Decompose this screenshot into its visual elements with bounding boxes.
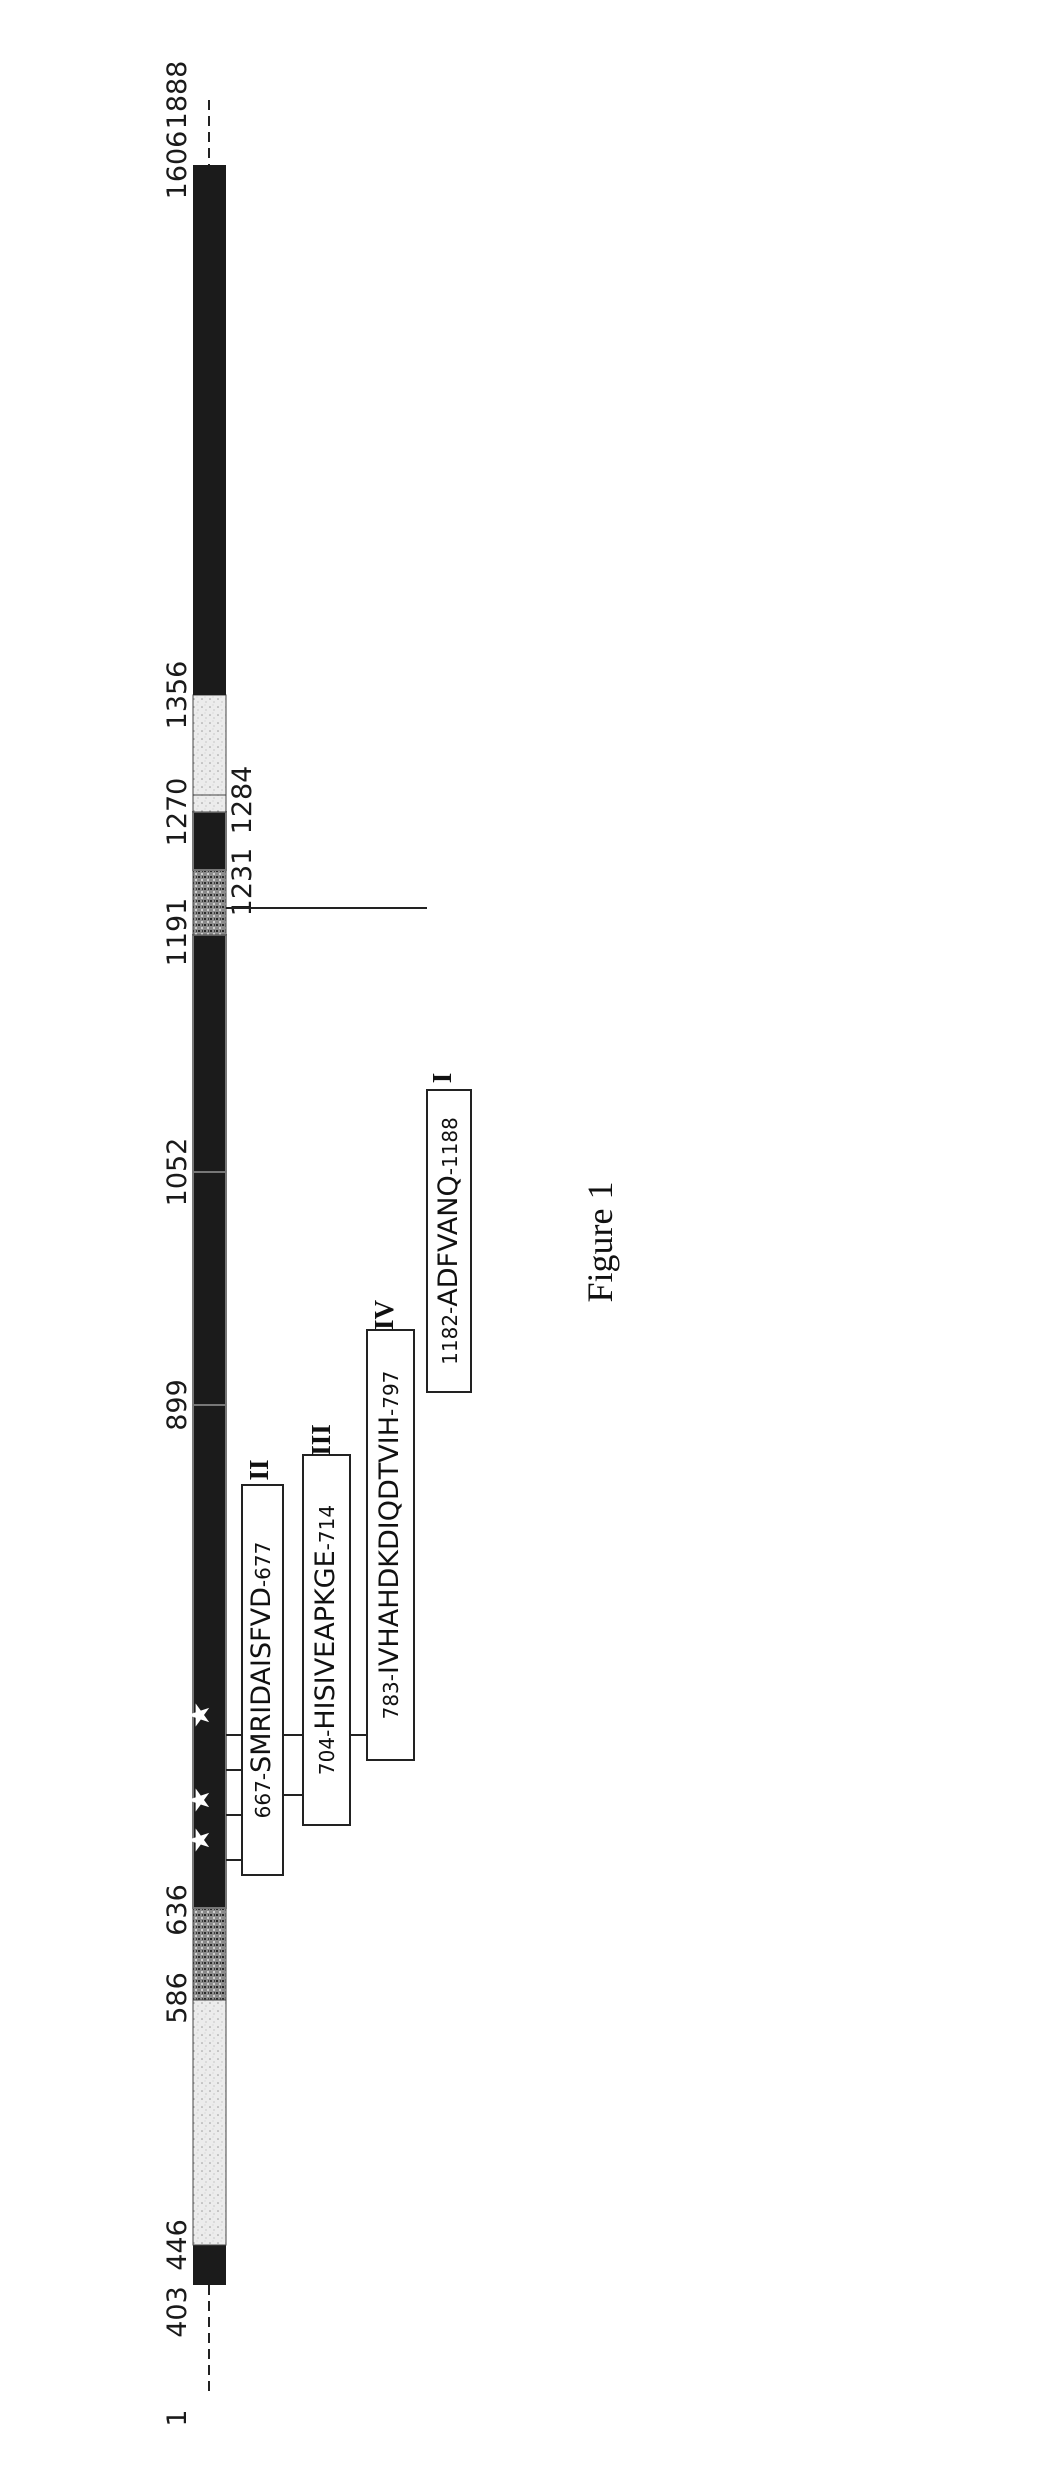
domain-segment-1284-1356 bbox=[193, 695, 226, 795]
pos-label-586: 586 bbox=[162, 1972, 193, 2024]
motif-iv-label: 783-IVHAHDKDIQDTVIH-797 bbox=[374, 1371, 405, 1720]
domain-segment-1270-1284 bbox=[193, 795, 226, 812]
domain-segment-1356-1606 bbox=[193, 165, 226, 695]
motif-box-i: 1182-ADFVANQ-1188 I bbox=[427, 1073, 471, 1392]
star-icon: ★ bbox=[183, 1702, 216, 1729]
motif-box-iv: 783-IVHAHDKDIQDTVIH-797 IV bbox=[367, 1300, 414, 1760]
pos-label-446: 446 bbox=[162, 2219, 193, 2271]
motif-iii-label: 704-HISIVEAPKGE-714 bbox=[310, 1505, 341, 1775]
pos-label-899: 899 bbox=[162, 1379, 193, 1431]
pos-label-636: 636 bbox=[162, 1884, 193, 1936]
domain-bar bbox=[193, 165, 226, 2285]
pos-label-1270: 1270 bbox=[162, 778, 193, 847]
domain-segment-1191-1231 bbox=[193, 870, 226, 935]
domain-segment-446-586 bbox=[193, 2000, 226, 2245]
pos-label-403: 403 bbox=[162, 2286, 193, 2338]
motif-ii-label: 667-SMRIDAISFVD-677 bbox=[246, 1542, 277, 1819]
pos-label-1888: 1888 bbox=[162, 61, 193, 130]
pos-label-1: 1 bbox=[162, 2409, 193, 2426]
domain-segment-1231-1270 bbox=[193, 812, 226, 870]
motif-ii-roman: II bbox=[244, 1459, 274, 1480]
pos-label-1356: 1356 bbox=[162, 661, 193, 730]
motif-box-iii: 704-HISIVEAPKGE-714 III bbox=[303, 1424, 350, 1825]
motif-i-roman: I bbox=[427, 1073, 457, 1084]
pos-label-1606: 1606 bbox=[162, 131, 193, 200]
figure-caption: Figure 1 bbox=[580, 1182, 620, 1303]
motif-iii-roman: III bbox=[306, 1424, 336, 1456]
motif-box-ii: 667-SMRIDAISFVD-677 II bbox=[242, 1459, 283, 1875]
pos-label-1231: 1231 bbox=[227, 848, 258, 917]
domain-segment-586-636 bbox=[193, 1908, 226, 2000]
domain-segment-1052-1191 bbox=[193, 935, 226, 1172]
domain-segment-899-1052 bbox=[193, 1172, 226, 1405]
motif-i-label: 1182-ADFVANQ-1188 bbox=[433, 1117, 464, 1365]
star-icon: ★ bbox=[183, 1827, 216, 1854]
pos-label-1284: 1284 bbox=[227, 766, 258, 835]
connector-motif-iii-run bbox=[283, 1795, 303, 1805]
pos-label-1191: 1191 bbox=[162, 898, 193, 967]
star-icon: ★ bbox=[183, 1787, 216, 1814]
motif-iv-roman: IV bbox=[369, 1300, 399, 1331]
pos-label-1052: 1052 bbox=[162, 1138, 193, 1207]
domain-segment-1-403 bbox=[193, 2245, 226, 2285]
